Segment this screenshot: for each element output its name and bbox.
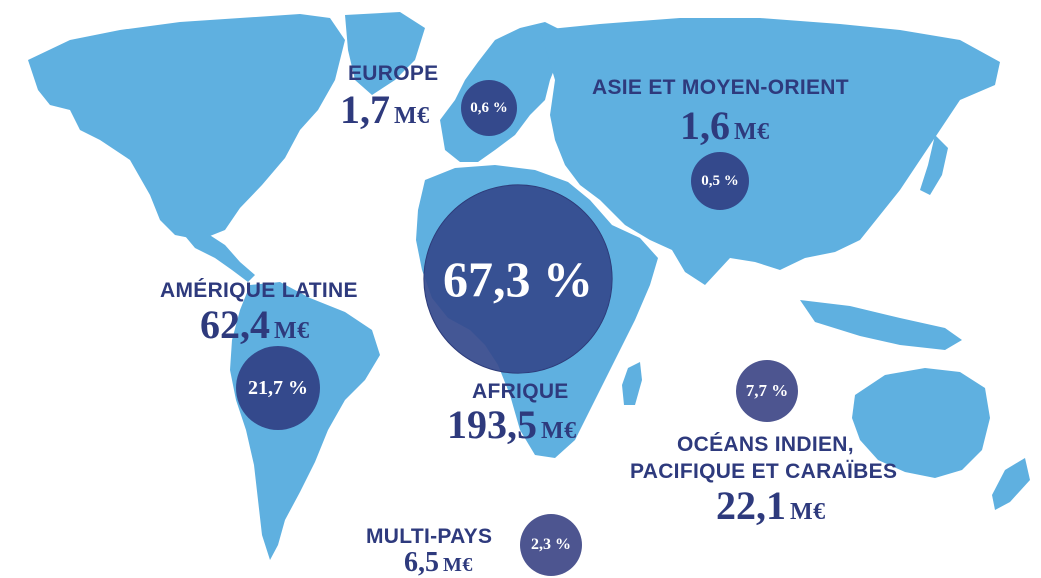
africa-label: AFRIQUE [472,380,569,403]
asia-amount-value: 1,6 [680,103,730,148]
indonesia-shape [800,300,962,350]
latin-america-share-bubble: 21,7 % [236,346,320,430]
north-america-shape [28,14,345,240]
africa-amount-unit: M€ [541,418,577,444]
latin-america-amount-unit: M€ [274,318,310,344]
multi-country-label: MULTI-PAYS [366,525,493,548]
oceans-label-line2: PACIFIQUE ET CARAÏBES [630,460,898,483]
latin-america-amount: 62,4 M€ [200,305,310,345]
africa-amount: 193,5 M€ [447,405,577,445]
asia-amount: 1,6 M€ [680,106,770,146]
multi-country-amount: 6,5 M€ [404,549,473,577]
multi-country-amount-value: 6,5 [404,547,439,578]
europe-label: EUROPE [348,62,439,85]
asia-amount-unit: M€ [734,119,770,145]
europe-amount-unit: M€ [394,103,430,129]
oceans-share-bubble: 7,7 % [736,360,798,422]
asia-shape [540,18,1000,285]
latin-america-label: AMÉRIQUE LATINE [160,279,358,302]
europe-amount: 1,7 M€ [340,90,430,130]
japan-shape [920,135,948,195]
australia-shape [852,368,990,478]
multi-country-amount-unit: M€ [443,554,473,576]
asia-label: ASIE ET MOYEN-ORIENT [592,76,849,99]
europe-amount-value: 1,7 [340,87,390,132]
central-america-shape [180,230,255,282]
europe-share-bubble: 0,6 % [461,80,517,136]
multi-country-share-bubble: 2,3 % [520,514,582,576]
greenland-shape [345,12,425,95]
africa-share-bubble: 67,3 % [424,185,612,373]
madagascar-shape [622,362,642,405]
oceans-amount-unit: M€ [790,499,826,525]
latin-america-amount-value: 62,4 [200,302,270,347]
oceans-label-line1: OCÉANS INDIEN, [677,433,854,456]
asia-share-bubble: 0,5 % [691,152,749,210]
africa-amount-value: 193,5 [447,402,537,447]
oceans-amount-value: 22,1 [716,483,786,528]
new-zealand-shape [992,458,1030,510]
oceans-amount: 22,1 M€ [716,486,826,526]
